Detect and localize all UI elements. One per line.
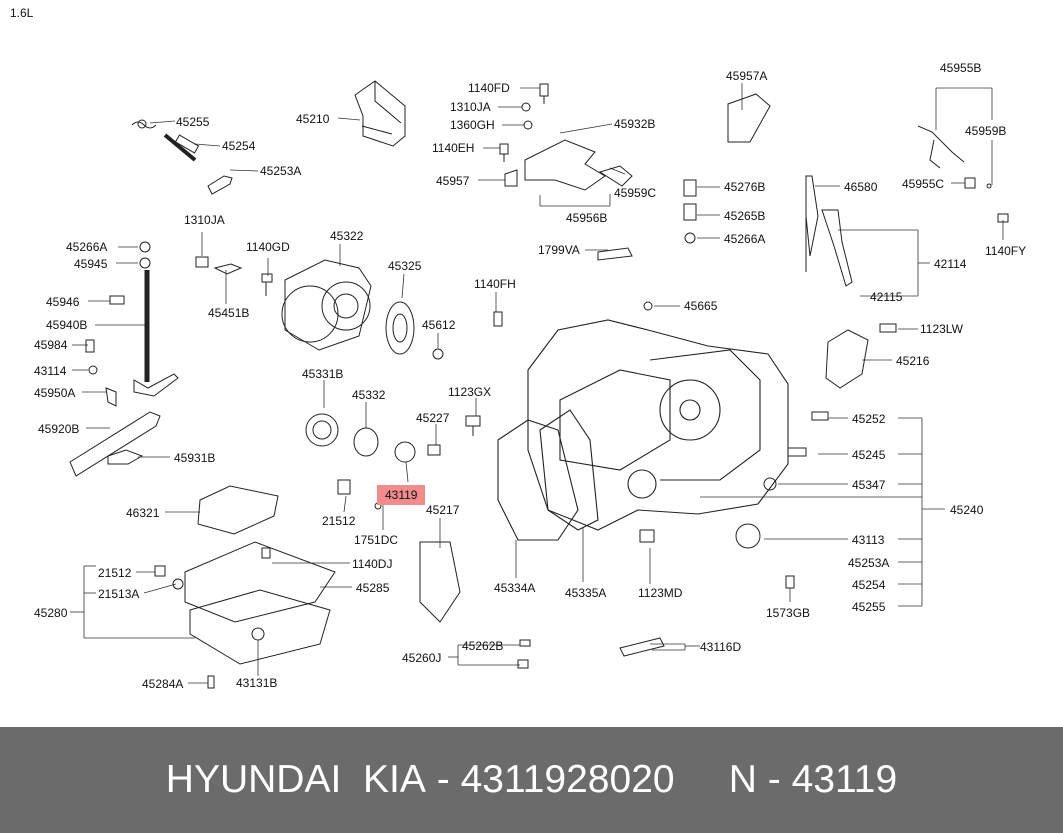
footer-brand-2: KIA — [363, 758, 426, 801]
footer-part-number: 4311928020 — [460, 758, 675, 801]
part-label-1751dc: 1751DC — [354, 533, 399, 547]
part-label-45216: 45216 — [896, 354, 930, 368]
part-label-45955b: 45955B — [940, 61, 982, 75]
part-label-45959b: 45959B — [965, 124, 1007, 138]
part-label-1140fy: 1140FY — [985, 244, 1027, 258]
part-label-1123gx: 1123GX — [448, 385, 492, 399]
part-label-45612: 45612 — [422, 318, 456, 332]
part-label-45940b: 45940B — [46, 318, 88, 332]
part-label-45262b: 45262B — [462, 639, 504, 653]
part-label-43119-highlighted[interactable]: 43119 — [377, 485, 426, 505]
part-label-45254: 45254 — [222, 139, 256, 153]
leader-lines — [70, 83, 1004, 684]
part-label-1140eh: 1140EH — [432, 141, 475, 155]
part-label-45347: 45347 — [852, 478, 886, 492]
part-label-21512-upper: 21512 — [322, 514, 356, 528]
part-label-1123md: 1123MD — [638, 586, 683, 600]
part-label-21513a: 21513A — [98, 587, 140, 601]
part-label-1123lw: 1123LW — [920, 322, 963, 336]
part-label-1140dj: 1140DJ — [352, 557, 393, 571]
part-label-45245: 45245 — [852, 448, 886, 462]
part-label-45335a: 45335A — [565, 586, 607, 600]
part-label-45331b: 45331B — [302, 367, 344, 381]
part-label-46321: 46321 — [126, 506, 160, 520]
part-label-45931b: 45931B — [174, 451, 216, 465]
part-label-43116d: 43116D — [700, 640, 742, 654]
part-label-45955c: 45955C — [902, 177, 945, 191]
footer-n-number: 43119 — [791, 758, 898, 801]
part-label-1310ja: 1310JA — [450, 100, 491, 114]
part-label-42115: 42115 — [870, 290, 903, 304]
part-label-45240: 45240 — [950, 503, 984, 517]
part-label-1360gh: 1360GH — [450, 118, 495, 132]
part-label-45253a: 45253A — [260, 164, 302, 178]
part-label-45957: 45957 — [436, 174, 470, 188]
part-label-1310ja-left: 1310JA — [184, 213, 225, 227]
part-label-45945: 45945 — [74, 257, 108, 271]
part-label-45210: 45210 — [296, 112, 330, 126]
part-label-45451b: 45451B — [208, 306, 250, 320]
diagram-drawing — [69, 80, 1009, 689]
part-label-45255-right: 45255 — [852, 600, 886, 614]
part-label-43114: 43114 — [34, 364, 67, 378]
part-label-46580: 46580 — [844, 180, 878, 194]
part-label-45334a: 45334A — [494, 581, 536, 595]
part-label-45255: 45255 — [176, 115, 210, 129]
part-label-45332: 45332 — [352, 388, 386, 402]
part-label-45325: 45325 — [388, 259, 422, 273]
hardware-parts — [69, 80, 1009, 689]
part-label-45276b: 45276B — [724, 180, 766, 194]
part-label-45254-right: 45254 — [852, 578, 886, 592]
part-number-footer: HYUNDAI KIA - 4311928020 N - 43119 — [0, 727, 1063, 833]
part-label-1140gd: 1140GD — [246, 240, 290, 254]
part-label-45946: 45946 — [46, 295, 80, 309]
footer-separator-1: - — [436, 758, 450, 801]
part-label-45253a-right: 45253A — [848, 556, 890, 570]
part-label-1799va: 1799VA — [538, 243, 580, 257]
part-label-45284a: 45284A — [142, 677, 184, 691]
part-label-45984: 45984 — [34, 338, 68, 352]
part-label-45265b: 45265B — [724, 209, 766, 223]
part-label-45959c: 45959C — [614, 186, 657, 200]
part-label-42114: 42114 — [934, 257, 967, 271]
part-label-21512-lower: 21512 — [98, 566, 132, 580]
part-label-45957a: 45957A — [726, 69, 768, 83]
part-label-45266a-right: 45266A — [724, 232, 766, 246]
part-label-45932b: 45932B — [614, 117, 656, 131]
part-label-45322: 45322 — [330, 229, 364, 243]
part-label-45950a: 45950A — [34, 386, 76, 400]
part-label-1573gb: 1573GB — [766, 606, 811, 620]
part-label-45285: 45285 — [356, 581, 390, 595]
part-label-45217: 45217 — [426, 503, 460, 517]
part-label-45665: 45665 — [684, 299, 718, 313]
footer-n-prefix: N — [728, 758, 757, 801]
transmission-case — [497, 319, 789, 541]
footer-brand: HYUNDAI — [165, 758, 342, 801]
part-label-1140fd: 1140FD — [468, 81, 510, 95]
exploded-parts-diagram: 45255 45254 45253A 45210 1140FD 1310JA 1… — [34, 61, 1027, 691]
part-label-45920b: 45920B — [38, 422, 80, 436]
part-label-1140fh: 1140FH — [474, 277, 516, 291]
part-label-45280: 45280 — [34, 606, 68, 620]
part-label-45252: 45252 — [852, 412, 886, 426]
part-label-45956b: 45956B — [566, 211, 608, 225]
part-label-45266a-left: 45266A — [66, 240, 108, 254]
part-label-45227: 45227 — [416, 411, 450, 425]
part-label-45260j: 45260J — [402, 651, 442, 665]
part-label-43131b: 43131B — [236, 676, 278, 690]
part-label-43113: 43113 — [852, 533, 885, 547]
footer-separator-2: - — [767, 758, 781, 801]
engine-label: 1.6L — [10, 6, 34, 20]
